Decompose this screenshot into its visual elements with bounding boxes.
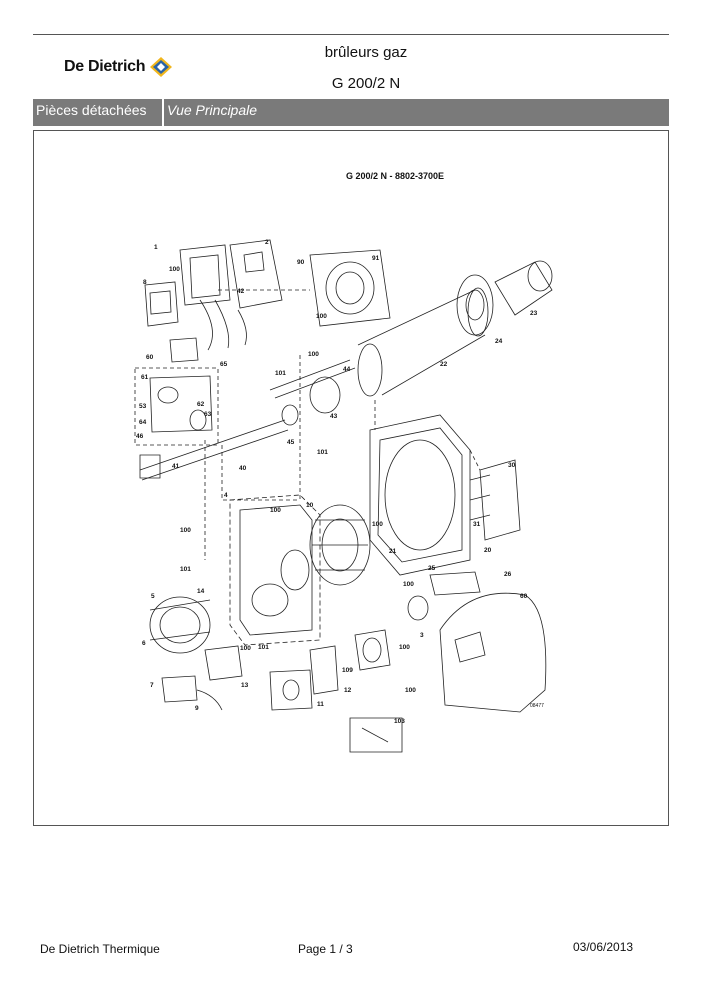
relay-unit [144, 281, 179, 327]
footer-company: De Dietrich Thermique [40, 942, 160, 956]
section-bar: Pièces détachées Vue Principale [33, 99, 669, 126]
gas-pipe [139, 419, 289, 481]
burner-head-plate [456, 274, 494, 336]
inspection-cover [429, 571, 481, 596]
callout: 100 [169, 266, 180, 273]
blast-tube [357, 289, 486, 396]
callout: 64 [139, 419, 147, 426]
callout: 100 [405, 687, 416, 694]
main-plate [229, 494, 321, 646]
callout: 100 [240, 645, 251, 652]
callout: 91 [372, 255, 380, 262]
callout: 103 [394, 718, 405, 725]
callout: 7 [150, 682, 154, 689]
capacitor [161, 675, 198, 703]
brand-name: De Dietrich [64, 58, 146, 75]
callout: 4 [224, 492, 228, 499]
callout: 22 [440, 361, 448, 368]
callout: 42 [237, 288, 245, 295]
callout: 100 [308, 351, 319, 358]
view-label: Vue Principale [167, 102, 258, 118]
callout: 8 [143, 279, 147, 286]
footer-page: Page 1 / 3 [298, 942, 353, 956]
callout: 26 [504, 571, 512, 578]
callout: 53 [139, 403, 147, 410]
callout: 46 [136, 433, 144, 440]
callout: 101 [180, 566, 191, 573]
callout: 5 [151, 593, 155, 600]
callout: 43 [330, 413, 338, 420]
callout: 30 [508, 462, 516, 469]
callout: 40 [239, 465, 247, 472]
diagram-corner-code: 08477 [530, 703, 544, 709]
callout: 21 [389, 548, 397, 555]
air-damper-box [479, 459, 521, 541]
callout: 9 [195, 705, 199, 712]
fan-wheel [309, 504, 371, 586]
callout: 24 [495, 338, 503, 345]
diagram-frame [33, 130, 669, 826]
callout: 25 [428, 565, 436, 572]
mounting-flange [309, 249, 391, 327]
callout: 109 [342, 667, 353, 674]
callout: 14 [197, 588, 205, 595]
callout: 45 [287, 439, 295, 446]
callout: 101 [258, 644, 269, 651]
callout: 31 [473, 521, 481, 528]
callout: 44 [343, 366, 351, 373]
callout: 2 [265, 239, 269, 246]
callout: 100 [372, 521, 383, 528]
grease-tube-box [349, 717, 403, 753]
gas-valve [149, 375, 213, 433]
document-category: brûleurs gaz [324, 44, 408, 61]
control-box [179, 244, 231, 306]
callout: 60 [146, 354, 154, 361]
callout: 101 [317, 449, 328, 456]
callout: 100 [403, 581, 414, 588]
brand-diamond-icon [150, 57, 173, 77]
callout: 20 [484, 547, 492, 554]
callout: 1 [154, 244, 158, 251]
callout: 11 [317, 701, 324, 708]
callout: 100 [316, 313, 327, 320]
burner-hood [439, 592, 547, 713]
callout: 65 [220, 361, 228, 368]
diagram-title: G 200/2 N - 8802-3700E [346, 171, 445, 181]
callout: 100 [399, 644, 410, 651]
callout: 13 [241, 682, 249, 689]
callout: 41 [172, 463, 180, 470]
callout: 23 [530, 310, 538, 317]
section-label: Pièces détachées [33, 99, 164, 126]
callout: 90 [297, 259, 305, 266]
callout: 3 [420, 632, 424, 639]
coupling [407, 595, 429, 621]
callout: 101 [275, 370, 286, 377]
callout: 61 [141, 374, 149, 381]
air-pressure-switch [269, 669, 313, 711]
callout: 62 [197, 401, 205, 408]
callout: 60 [520, 593, 528, 600]
brand-logo: De Dietrich [64, 56, 173, 78]
footer-date: 03/06/2013 [573, 940, 634, 954]
burner-head [494, 261, 553, 316]
callout: 12 [344, 687, 352, 694]
callout: 10 [306, 502, 314, 509]
header-rule [33, 34, 669, 35]
motor [149, 596, 211, 654]
callout: 100 [180, 527, 191, 534]
callout: 6 [142, 640, 146, 647]
callout: 100 [270, 507, 281, 514]
ignition-transformer [229, 239, 283, 309]
document-model: G 200/2 N [331, 75, 401, 92]
callout: 63 [204, 411, 212, 418]
swirler [309, 376, 341, 414]
callout-labels: 1 2 100 42 8 90 91 100 23 24 60 61 100 1… [136, 239, 544, 725]
